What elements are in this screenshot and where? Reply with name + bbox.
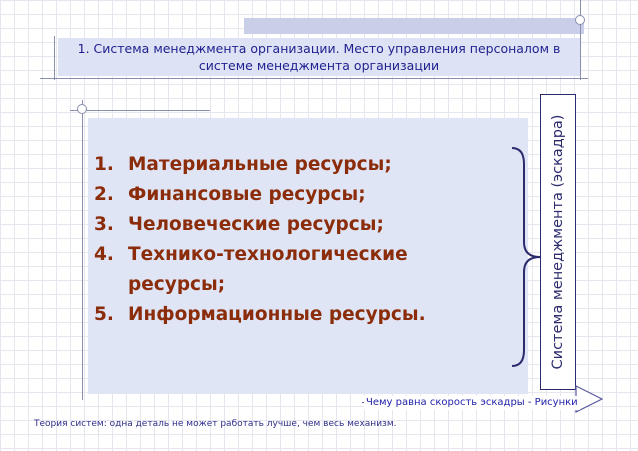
decor-line: [580, 0, 581, 80]
list-item: 1. Материальные ресурсы;: [94, 150, 514, 180]
list-item-number: 3.: [94, 214, 114, 235]
list-item-text: Финансовые ресурсы;: [128, 184, 366, 205]
callout-link[interactable]: Чему равна скорость эскадры - Рисунки: [364, 396, 580, 410]
list-item-number: 5.: [94, 304, 114, 325]
list-item: 5. Информационные ресурсы.: [94, 300, 514, 330]
list-item-number: 1.: [94, 154, 114, 175]
decor-line: [54, 36, 55, 80]
right-curly-brace: [511, 147, 541, 367]
list-item: 4. Технико-технологические ресурсы;: [94, 240, 454, 300]
list-item: 3. Человеческие ресурсы;: [94, 210, 514, 240]
list-item-number: 4.: [94, 244, 114, 265]
decor-circle: [77, 104, 87, 114]
footer-note: Теория систем: одна деталь не может рабо…: [34, 419, 397, 429]
content-panel: [88, 118, 528, 394]
decor-line: [82, 100, 83, 400]
slide-title: 1. Система менеджмента организации. Мест…: [58, 38, 580, 76]
list-item-text: Материальные ресурсы;: [128, 154, 392, 175]
management-system-box: Система менеджмента (эскадра): [540, 94, 576, 390]
list-item-text: Технико-технологические ресурсы;: [128, 244, 408, 295]
decor-line: [70, 110, 210, 111]
list-item-text: Человеческие ресурсы;: [128, 214, 384, 235]
decor-circle: [575, 15, 585, 25]
list-item-text: Информационные ресурсы.: [128, 304, 426, 325]
vertical-label: Система менеджмента (эскадра): [550, 114, 566, 370]
list-item-number: 2.: [94, 184, 114, 205]
resource-list: 1. Материальные ресурсы; 2. Финансовые р…: [94, 150, 514, 330]
list-item: 2. Финансовые ресурсы;: [94, 180, 514, 210]
top-decor-band: [244, 18, 584, 34]
decor-line: [40, 78, 588, 79]
